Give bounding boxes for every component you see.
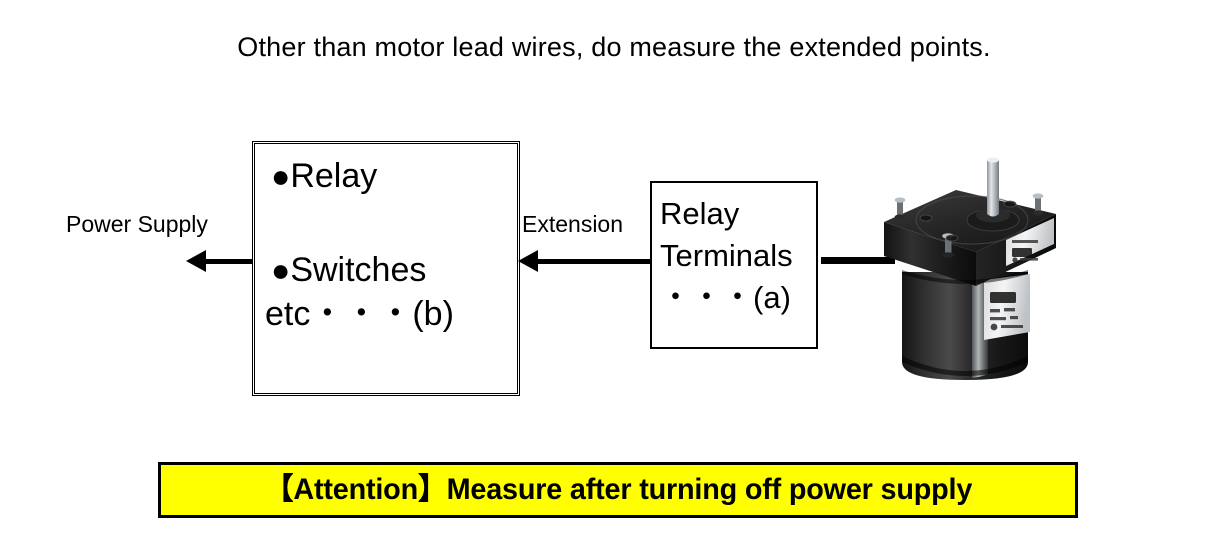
motor-body-bottom-rim	[902, 356, 1028, 376]
relay-terminals-line-2: Terminals	[660, 238, 793, 273]
bullet-icon: ●	[271, 158, 291, 194]
relay-switches-box: ●Relay ●Switches etc・・・(b)	[252, 141, 520, 396]
attention-banner: 【Attention】Measure after turning off pow…	[158, 462, 1078, 518]
relay-item-label: Relay	[290, 157, 378, 195]
output-shaft	[987, 158, 999, 217]
relay-terminals-line-3: ・・・(a)	[660, 280, 791, 315]
top-face-screws	[919, 200, 1017, 242]
gear-motor-image	[860, 140, 1070, 385]
power-supply-arrow-head-icon	[186, 250, 206, 272]
extension-arrow-head-icon	[518, 250, 538, 272]
switches-item: ●Switches	[271, 250, 426, 290]
extension-label: Extension	[522, 211, 624, 237]
extension-arrow-shaft	[536, 259, 652, 264]
bullet-icon: ●	[271, 252, 291, 288]
motor-nameplate-lower	[984, 274, 1030, 340]
relay-terminals-line-1: Relay	[660, 196, 740, 231]
gearhead-body-seam	[902, 270, 1028, 284]
gearhead-front-face	[884, 222, 976, 286]
relay-switches-box-content: ●Relay ●Switches etc・・・(b)	[255, 144, 517, 393]
power-supply-label: Power Supply	[66, 211, 208, 237]
page-title: Other than motor lead wires, do measure …	[237, 32, 991, 62]
attention-banner-text: 【Attention】Measure after turning off pow…	[264, 473, 972, 506]
gearhead-top-ring	[915, 195, 1029, 245]
motor-nameplate-lower-text	[990, 292, 1023, 331]
relay-terminals-box: Relay Terminals ・・・(a)	[650, 181, 818, 349]
power-supply-arrow-shaft	[205, 259, 253, 264]
switches-item-label: Switches	[290, 251, 427, 289]
relay-item: ●Relay	[271, 156, 377, 196]
etc-label-b: etc・・・(b)	[265, 295, 454, 333]
shaft-tip	[987, 157, 999, 163]
motor-nameplate-upper-text	[1012, 240, 1038, 263]
motor-lead-connector-line	[821, 257, 895, 264]
